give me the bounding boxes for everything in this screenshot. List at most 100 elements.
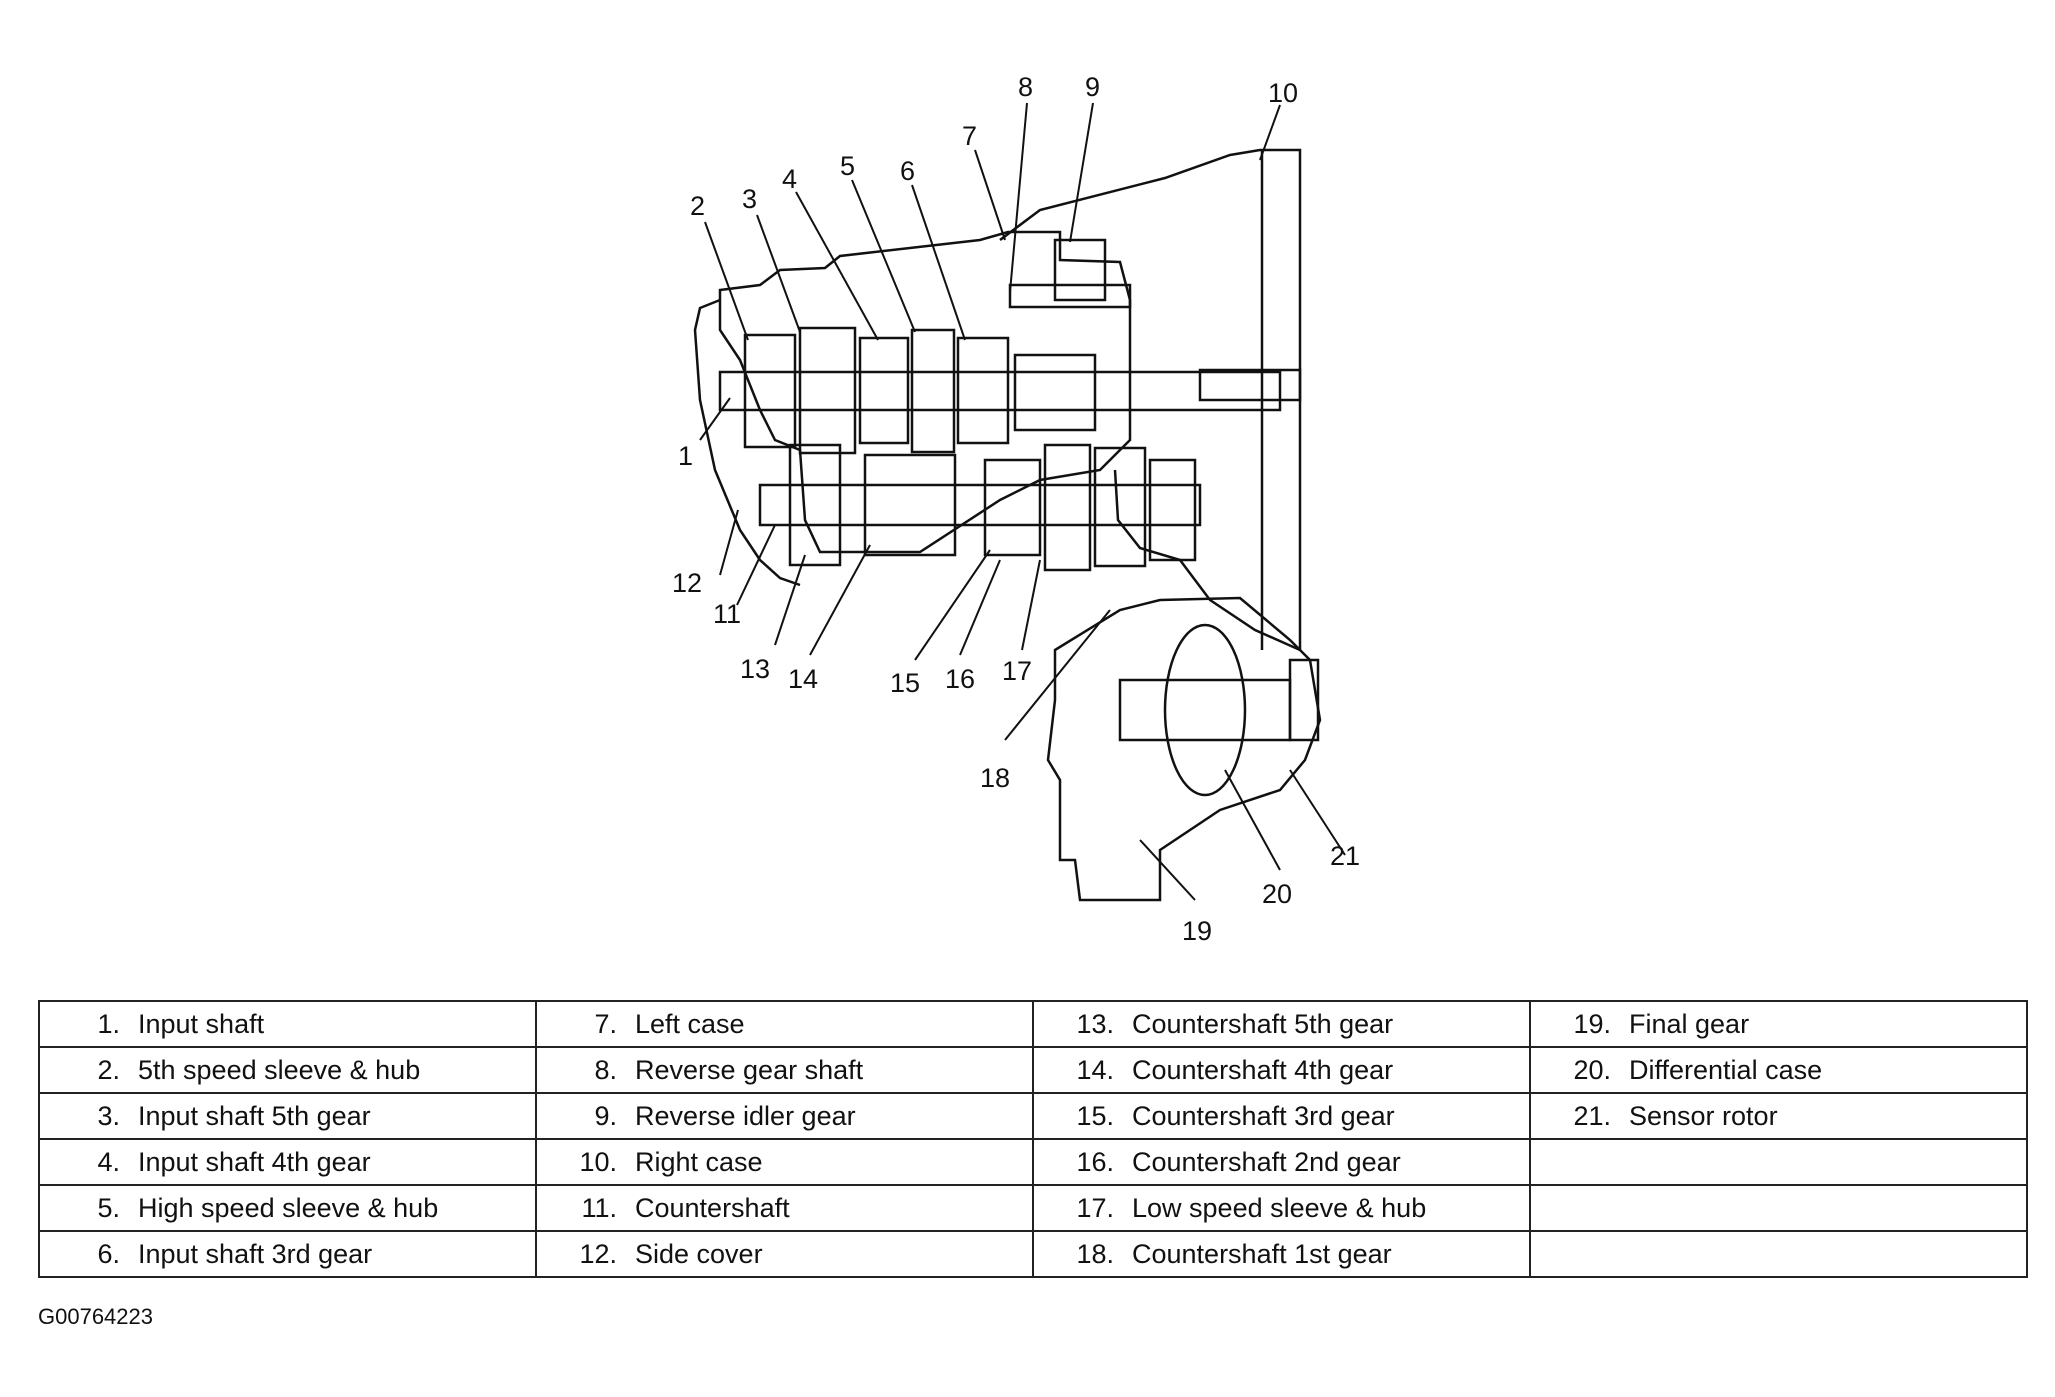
legend-label: Reverse idler gear: [635, 1100, 856, 1131]
legend-label: High speed sleeve & hub: [138, 1192, 439, 1223]
reverse-gear-shaft-shape: [1053, 238, 1107, 302]
legend-number: 3.: [97, 1100, 120, 1131]
legend-row: 3. Input shaft 5th gear 9.Reverse idler ge…: [38, 1092, 2028, 1140]
legend-number: 12.: [579, 1238, 617, 1269]
input-4th-gear-shape: [858, 336, 910, 445]
callout-4: 4: [782, 164, 797, 194]
legend-number: 16.: [1076, 1146, 1114, 1177]
legend-label: Countershaft 3rd gear: [1132, 1100, 1395, 1131]
legend-row: 1. Input shaft 7.Left case 13. Countershaft …: [38, 1000, 2028, 1048]
callout-7: 7: [962, 121, 977, 151]
legend-label: Final gear: [1629, 1008, 1750, 1039]
callout-20: 20: [1262, 879, 1292, 909]
legend-number: 15.: [1076, 1100, 1114, 1131]
legend-label: Sensor rotor: [1629, 1100, 1778, 1131]
legend-cell: 6. Input shaft 3rd gear: [38, 1230, 537, 1278]
legend-cell: [1529, 1230, 2028, 1278]
callout-14: 14: [788, 664, 818, 694]
reverse-idler-gear-shape: [1008, 283, 1132, 309]
legend-number: 13.: [1076, 1008, 1114, 1039]
counter-2nd-gear-shape: [1043, 443, 1092, 572]
legend-number: 11.: [581, 1192, 617, 1223]
legend-label: Input shaft: [138, 1008, 265, 1039]
callout-19: 19: [1182, 916, 1212, 946]
legend-number: 19.: [1573, 1008, 1611, 1039]
callout-1: 1: [678, 441, 693, 471]
legend-cell: 16. Countershaft 2nd gear: [1032, 1138, 1531, 1186]
legend-cell: 9.Reverse idler gear: [535, 1092, 1034, 1140]
legend-number: 1.: [97, 1008, 120, 1039]
legend-cell: 1. Input shaft: [38, 1000, 537, 1048]
left-case-outline: [718, 230, 1132, 554]
legend-number: 18.: [1076, 1238, 1114, 1269]
callout-labels: 1 2 3 4 5 6 7 8 9 10 11 12 13 14 15 16 1…: [672, 72, 1360, 946]
legend-cell: 15. Countershaft 3rd gear: [1032, 1092, 1531, 1140]
legend-row: 4. Input shaft 4th gear 10. Right case 16. Co…: [38, 1138, 2028, 1186]
legend-label: Side cover: [635, 1238, 763, 1269]
sensor-rotor-shape: [1288, 658, 1320, 742]
legend-label: Countershaft: [635, 1192, 790, 1223]
legend-number: 21.: [1573, 1100, 1611, 1131]
callout-10: 10: [1268, 78, 1298, 108]
legend-cell: 20.Differential case: [1529, 1046, 2028, 1094]
countershaft-shape: [758, 483, 1202, 527]
legend-number: 8.: [594, 1054, 617, 1085]
legend-number: 14.: [1076, 1054, 1114, 1085]
legend-label: Input shaft 5th gear: [138, 1100, 371, 1131]
transaxle-drawing: [693, 148, 1322, 902]
legend-label: Countershaft 4th gear: [1132, 1054, 1394, 1085]
callout-3: 3: [742, 184, 757, 214]
legend-cell: 3. Input shaft 5th gear: [38, 1092, 537, 1140]
fifth-sleeve-shape: [743, 333, 797, 449]
legend-label: Input shaft 3rd gear: [138, 1238, 373, 1269]
counter-1st-gear-shape: [1148, 458, 1197, 562]
legend-number: 5.: [97, 1192, 120, 1223]
legend-label: Input shaft 4th gear: [138, 1146, 371, 1177]
legend-cell: 5. High speed sleeve & hub: [38, 1184, 537, 1232]
callout-11: 11: [713, 599, 741, 629]
legend-cell: 7.Left case: [535, 1000, 1034, 1048]
counter-3rd-gear-shape: [983, 458, 1042, 557]
legend-cell: 18. Countershaft 1st gear: [1032, 1230, 1531, 1278]
low-sleeve-shape: [1093, 446, 1147, 568]
legend-cell: [1529, 1184, 2028, 1232]
input-5th-gear-shape: [798, 326, 857, 455]
differential-housing-outline: [1046, 596, 1322, 902]
legend-label: Countershaft 2nd gear: [1132, 1146, 1401, 1177]
callout-8: 8: [1018, 72, 1033, 102]
legend-row: 6. Input shaft 3rd gear 12. Side cover 18. Co…: [38, 1230, 2028, 1278]
counter-5th-gear-shape: [788, 443, 842, 567]
side-cover-outline: [693, 298, 801, 587]
callout-18: 18: [980, 763, 1010, 793]
legend-cell: 12. Side cover: [535, 1230, 1034, 1278]
legend-number: 6.: [97, 1238, 120, 1269]
legend-cell: 11. Countershaft: [535, 1184, 1034, 1232]
legend-cell: 14. Countershaft 4th gear: [1032, 1046, 1531, 1094]
callout-5: 5: [840, 151, 855, 181]
legend-number: 4.: [97, 1146, 120, 1177]
legend-number: 2.: [97, 1054, 120, 1085]
legend-cell: [1529, 1138, 2028, 1186]
legend-number: 7.: [594, 1008, 617, 1039]
callout-16: 16: [945, 664, 975, 694]
input-shaft-shape: [718, 370, 1282, 412]
input-shaft-bearing: [1013, 353, 1097, 432]
legend-label: Countershaft 1st gear: [1132, 1238, 1392, 1269]
callout-2: 2: [690, 191, 705, 221]
legend-cell: 19. Final gear: [1529, 1000, 2028, 1048]
final-gear-shape: [1163, 623, 1247, 797]
legend-label: Countershaft 5th gear: [1132, 1008, 1394, 1039]
legend-cell: 17. Low speed sleeve & hub: [1032, 1184, 1531, 1232]
input-3rd-gear-shape: [956, 336, 1010, 445]
callout-12: 12: [672, 568, 702, 598]
high-sleeve-shape: [910, 328, 956, 454]
legend-number: 20.: [1573, 1054, 1611, 1085]
legend-label: Low speed sleeve & hub: [1132, 1192, 1427, 1223]
legend-label: Reverse gear shaft: [635, 1054, 864, 1085]
legend-cell: 8. Reverse gear shaft: [535, 1046, 1034, 1094]
legend-label: Right case: [635, 1146, 763, 1177]
legend-number: 10.: [579, 1146, 617, 1177]
callout-17: 17: [1002, 656, 1032, 686]
legend-number: 17.: [1076, 1192, 1114, 1223]
